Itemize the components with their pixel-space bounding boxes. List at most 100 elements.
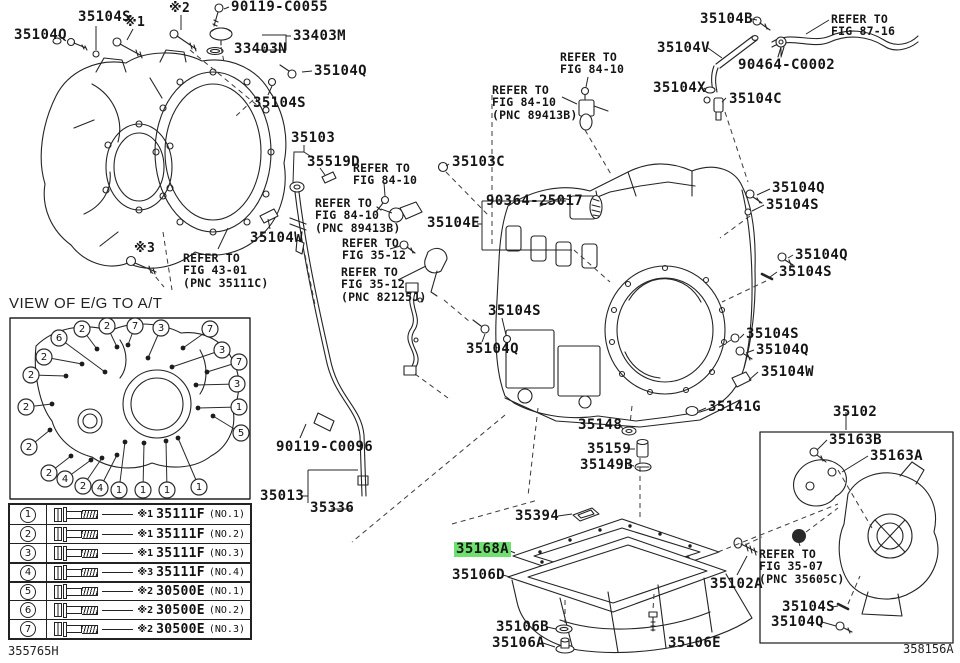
view-callout-1[interactable] bbox=[134, 481, 152, 499]
label-35102A[interactable]: 35102A bbox=[710, 576, 763, 592]
label-35163B[interactable]: 35163B bbox=[829, 432, 882, 448]
label-35104S-3[interactable]: 35104S bbox=[766, 197, 819, 213]
part-number[interactable]: 30500E bbox=[156, 621, 205, 637]
label-35148[interactable]: 35148 bbox=[578, 417, 623, 433]
label-35106D[interactable]: 35106D bbox=[452, 567, 505, 583]
label-35104Q-7[interactable]: 35104Q bbox=[771, 614, 824, 630]
view-callout-4[interactable] bbox=[56, 470, 74, 488]
view-callout-7[interactable] bbox=[201, 320, 219, 338]
view-callout-7[interactable] bbox=[230, 353, 248, 371]
view-callout-2[interactable] bbox=[74, 477, 92, 495]
label-35141G[interactable]: 35141G bbox=[708, 399, 761, 415]
label-35104B[interactable]: 35104B bbox=[700, 11, 753, 27]
view-callout-1[interactable] bbox=[230, 398, 248, 416]
label-35104Q-3[interactable]: 35104Q bbox=[772, 180, 825, 196]
label-90119-C0055[interactable]: 90119-C0055 bbox=[231, 0, 329, 15]
label-35103C[interactable]: 35103C bbox=[452, 154, 505, 170]
part-number[interactable]: 35111F bbox=[156, 526, 205, 542]
label-35104Q-2[interactable]: 35104Q bbox=[314, 63, 367, 79]
view-callout-number: 2 bbox=[41, 352, 47, 363]
label-35104W-1[interactable]: 35104W bbox=[250, 230, 303, 246]
view-callout-3[interactable] bbox=[213, 341, 231, 359]
part-suffix: (NO.3) bbox=[208, 623, 245, 635]
label-35394[interactable]: 35394 bbox=[515, 508, 560, 524]
label-90464-C0002[interactable]: 90464-C0002 bbox=[738, 57, 836, 73]
view-callout-1[interactable] bbox=[190, 478, 208, 496]
view-callout-1[interactable] bbox=[158, 481, 176, 499]
view-callout-2[interactable] bbox=[20, 438, 38, 456]
view-callout-3[interactable] bbox=[152, 319, 170, 337]
label-35159[interactable]: 35159 bbox=[587, 441, 632, 457]
label-35104S-6[interactable]: 35104S bbox=[488, 303, 541, 319]
label-35104S-5[interactable]: 35104S bbox=[746, 326, 799, 342]
label-33403N[interactable]: 33403N bbox=[234, 41, 287, 57]
label-35336[interactable]: 35336 bbox=[310, 500, 355, 516]
view-callout-2[interactable] bbox=[35, 348, 53, 366]
bolt-glyph-icon bbox=[54, 507, 98, 522]
label-35104S-2[interactable]: 35104S bbox=[253, 95, 306, 111]
label-35104Q-6[interactable]: 35104Q bbox=[466, 341, 519, 357]
bolt-glyph-icon bbox=[54, 584, 98, 599]
label-35104C[interactable]: 35104C bbox=[729, 91, 782, 107]
label-35104E[interactable]: 35104E bbox=[427, 215, 480, 231]
row-number-cell: 3 bbox=[10, 544, 47, 562]
label-35103[interactable]: 35103 bbox=[291, 130, 336, 146]
part-number[interactable]: 30500E bbox=[156, 584, 205, 599]
valve-icon bbox=[636, 438, 649, 458]
bolt-position-dot bbox=[195, 405, 201, 411]
label-35104S-4[interactable]: 35104S bbox=[779, 264, 832, 280]
label-35102[interactable]: 35102 bbox=[833, 404, 878, 420]
view-callout-number: 4 bbox=[97, 483, 103, 494]
bolt-glyph-icon bbox=[54, 621, 98, 637]
view-callout-4[interactable] bbox=[91, 479, 109, 497]
label-35104V[interactable]: 35104V bbox=[657, 40, 710, 56]
label-35149B[interactable]: 35149B bbox=[580, 457, 633, 473]
label-35104Q-1[interactable]: 35104Q bbox=[14, 27, 67, 43]
label-35168A[interactable]: 35168A bbox=[454, 541, 511, 558]
view-callout-7[interactable] bbox=[126, 317, 144, 335]
label-35106B[interactable]: 35106B bbox=[496, 619, 549, 635]
label-35013[interactable]: 35013 bbox=[260, 488, 305, 504]
part-number[interactable]: 35111F bbox=[156, 565, 205, 580]
view-callout-2[interactable] bbox=[73, 320, 91, 338]
label-35106E[interactable]: 35106E bbox=[668, 635, 721, 651]
label-35104W-2[interactable]: 35104W bbox=[761, 364, 814, 380]
part-number[interactable]: 35111F bbox=[156, 545, 205, 561]
view-callout-6[interactable] bbox=[50, 329, 68, 347]
part-number[interactable]: 35111F bbox=[156, 507, 205, 522]
label-mark-2: ※2 bbox=[169, 1, 191, 16]
oring-icon bbox=[92, 50, 100, 58]
view-callout-3[interactable] bbox=[228, 375, 246, 393]
bolt-icon bbox=[735, 346, 753, 361]
bolt-icon bbox=[399, 240, 416, 254]
label-35104X[interactable]: 35104X bbox=[653, 80, 706, 96]
label-35104Q-4[interactable]: 35104Q bbox=[795, 247, 848, 263]
view-callout-number: 3 bbox=[234, 379, 240, 390]
part-number[interactable]: 30500E bbox=[156, 602, 205, 618]
bolt-position-dot bbox=[175, 435, 181, 441]
label-35106A[interactable]: 35106A bbox=[492, 635, 545, 651]
bolt-position-dot bbox=[114, 452, 120, 458]
label-35163A[interactable]: 35163A bbox=[870, 448, 923, 464]
circled-number: 1 bbox=[20, 506, 36, 523]
label-90119-C0096[interactable]: 90119-C0096 bbox=[276, 439, 374, 455]
label-35104S-7[interactable]: 35104S bbox=[782, 599, 835, 615]
label-33403M[interactable]: 33403M bbox=[293, 28, 346, 44]
view-callout-5[interactable] bbox=[232, 424, 250, 442]
view-callout-2[interactable] bbox=[22, 366, 40, 384]
label-90364-25017[interactable]: 90364-25017 bbox=[486, 193, 584, 209]
view-callout-2[interactable] bbox=[98, 317, 116, 335]
label-35104Q-5[interactable]: 35104Q bbox=[756, 342, 809, 358]
view-callout-2[interactable] bbox=[17, 398, 35, 416]
view-callout-1[interactable] bbox=[110, 481, 128, 499]
view-callout-2[interactable] bbox=[40, 464, 58, 482]
